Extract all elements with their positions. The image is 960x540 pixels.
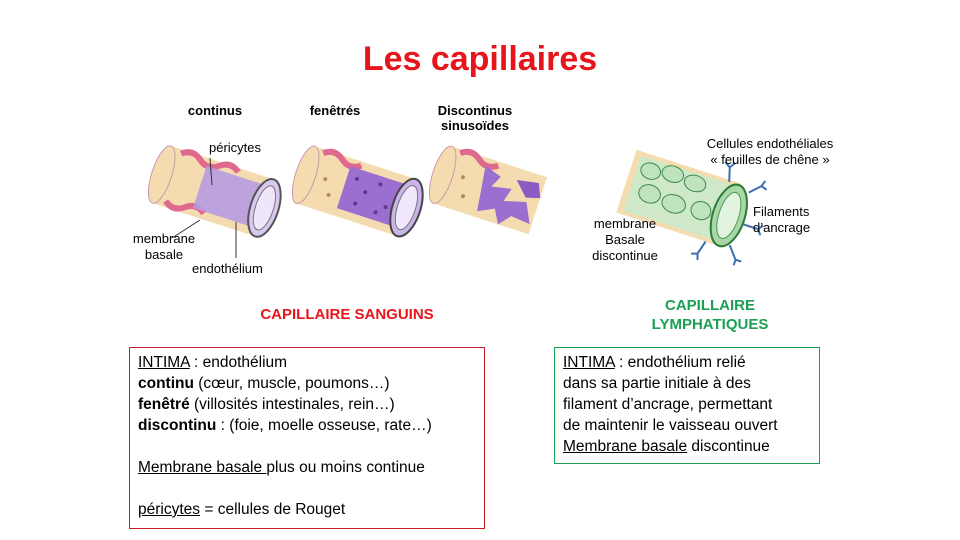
box-line-fenetre: fenêtré (villosités intestinales, rein…) (138, 396, 395, 413)
box-line-intima: INTIMA : endothélium (138, 354, 288, 371)
label-lymph-membrane: membrane Basale discontinue (592, 216, 658, 263)
type-label-discontinus: Discontinus sinusoïdes (437, 103, 513, 133)
page-title: Les capillaires (362, 40, 598, 78)
label-pericytes: péricytes (209, 140, 262, 155)
label-lymph-cells: Cellules endothéliales « feuilles de chê… (706, 136, 834, 167)
lymph-line-3: filament d’ancrage, permettant (563, 396, 773, 413)
label-endothelium: endothélium (192, 261, 263, 276)
type-label-continus: continus (187, 103, 243, 118)
capillary-lymphatic-illustration (616, 149, 768, 266)
capillary-continuous-illustration (147, 145, 282, 258)
box-line-discontinu: discontinu : (foie, moelle osseuse, rate… (138, 417, 432, 434)
capillary-fenestrated-illustration (291, 145, 424, 238)
lymph-line-2: dans sa partie initiale à des (563, 375, 751, 392)
lymph-capillary-textbox: INTIMA : endothélium relié dans sa parti… (554, 347, 820, 464)
label-filaments: Filaments d’ancrage (753, 204, 811, 235)
lymph-line-4: de maintenir le vaisseau ouvert (563, 417, 778, 434)
label-membrane-basale: membrane basale (132, 231, 196, 262)
lymph-line-membrane: Membrane basale discontinue (563, 438, 770, 455)
box-line-membrane: Membrane basale plus ou moins continue (138, 459, 425, 476)
section-title-lymph: CAPILLAIRE LYMPHATIQUES (651, 297, 769, 333)
capillary-discontinuous-illustration (428, 145, 548, 235)
box-line-continu: continu (cœur, muscle, poumons…) (138, 375, 390, 392)
section-title-blood: CAPILLAIRE SANGUINS (260, 306, 434, 323)
type-label-fenetres: fenêtrés (309, 103, 361, 118)
box-line-pericytes: péricytes = cellules de Rouget (138, 501, 346, 518)
lymph-line-intima: INTIMA : endothélium relié (563, 354, 746, 371)
blood-capillary-textbox: INTIMA : endothélium continu (cœur, musc… (129, 347, 485, 529)
